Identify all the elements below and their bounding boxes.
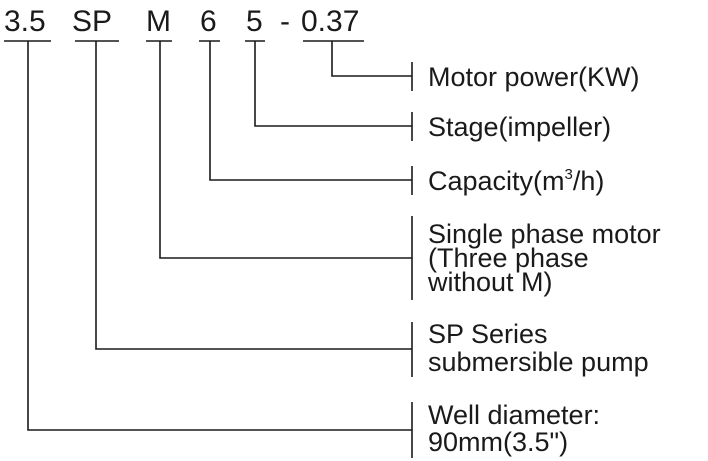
code-motor-power: 0.37 [301,5,359,38]
leader-motor-power [331,41,412,77]
model-code: 3.5 SP M 6 5 - 0.37 [4,5,359,38]
label-capacity-prefix: Capacity(m [428,166,565,196]
leader-series [95,41,412,350]
label-sp-series-line1: SP Series [428,319,548,349]
leader-stage [254,41,412,127]
code-capacity: 6 [200,5,217,38]
label-stage: Stage(impeller) [428,112,611,142]
leader-motor-type [159,41,412,259]
code-separator: - [280,5,290,38]
label-single-phase-line1: Single phase motor [428,219,661,249]
leader-capacity [209,41,412,181]
label-motor-power: Motor power(KW) [428,62,640,92]
labels: Motor power(KW) Stage(impeller) Capacity… [427,62,661,457]
label-capacity-superscript: 3 [565,166,573,183]
leader-well-diameter [27,41,412,431]
code-stage: 5 [246,5,263,38]
label-single-phase-line3: without M) [427,267,553,297]
label-single-phase-line2: (Three phase [428,243,589,273]
code-motor-type: M [146,5,171,38]
label-well-diameter-line1: Well diameter: [428,400,600,430]
code-series: SP [72,5,112,38]
label-sp-series-line2: submersible pump [428,347,649,377]
leader-lines [27,41,412,431]
label-well-diameter-line2: 90mm(3.5") [428,427,568,457]
label-capacity: Capacity(m3/h) [428,166,604,196]
code-well-diameter: 3.5 [4,5,46,38]
label-capacity-suffix: /h) [573,166,605,196]
